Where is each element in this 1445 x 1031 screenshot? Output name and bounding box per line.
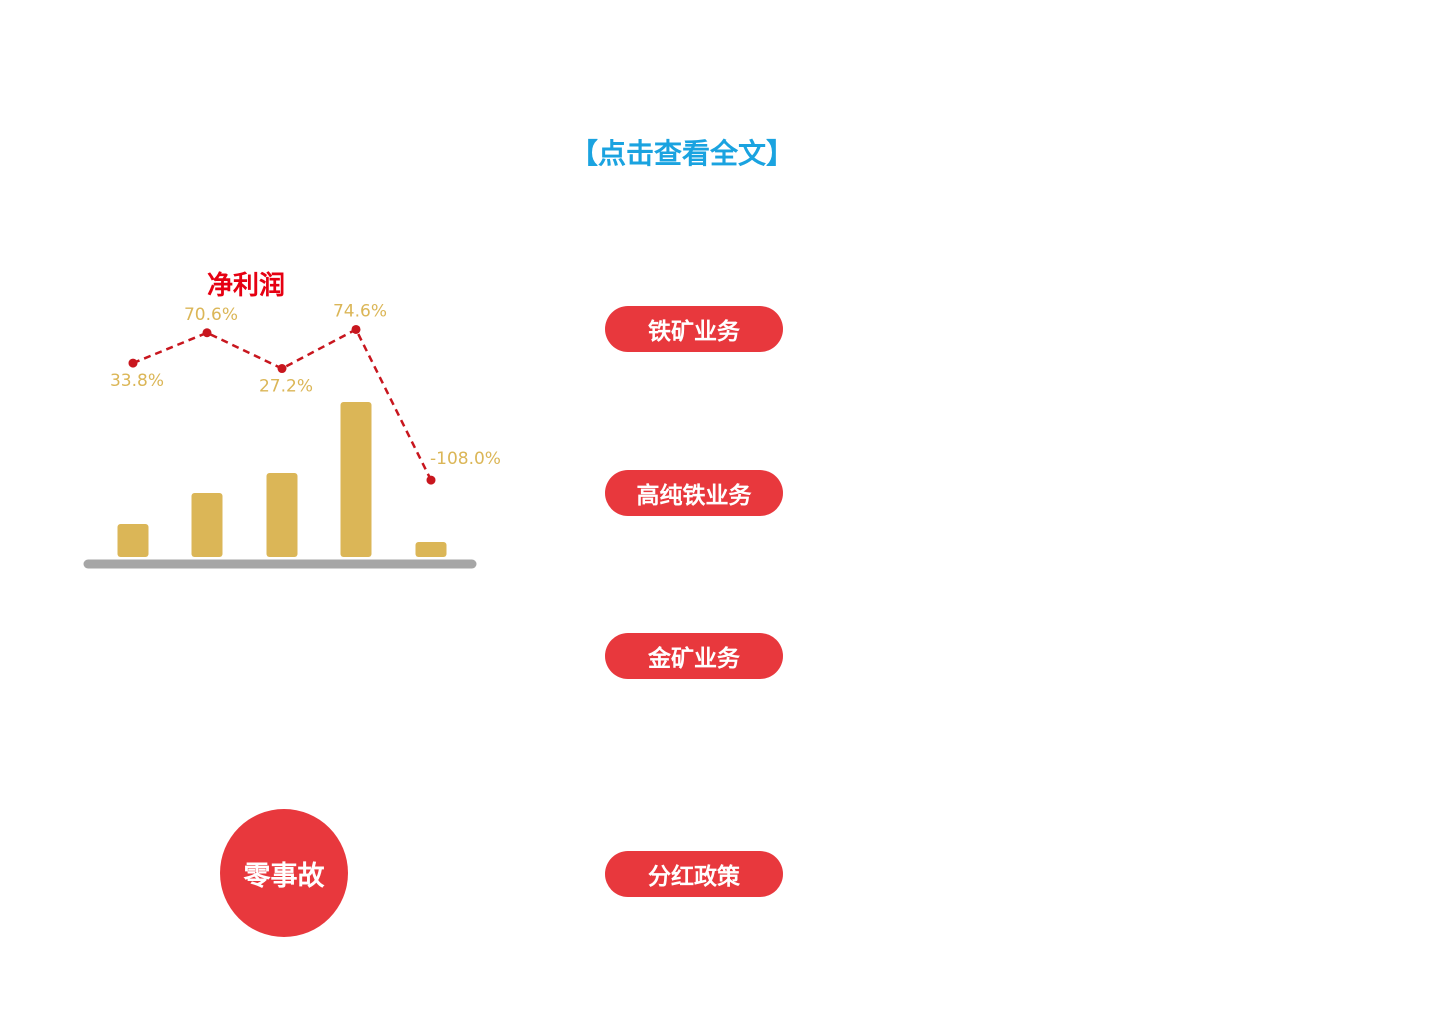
bar-1: [117, 524, 149, 557]
bars-group: [117, 402, 447, 557]
net-profit-chart: 净利润 33.8% 70.6% 27.2% 74.6% -108.0%: [83, 270, 501, 569]
dividend-policy-button[interactable]: 分红政策: [605, 851, 783, 897]
line-point-4: [351, 324, 361, 334]
growth-label-3: 27.2%: [259, 377, 313, 397]
gold-mine-business-button[interactable]: 金矿业务: [605, 633, 783, 679]
line-point-1: [128, 358, 138, 368]
iron-ore-business-button[interactable]: 铁矿业务: [605, 306, 783, 352]
line-point-3: [277, 364, 287, 374]
line-point-2: [202, 328, 212, 338]
read-full-text-link[interactable]: 【点击查看全文】: [570, 137, 795, 170]
bar-2: [191, 493, 223, 557]
high-purity-iron-business-button[interactable]: 高纯铁业务: [605, 470, 783, 516]
growth-line-group: 33.8% 70.6% 27.2% 74.6% -108.0%: [110, 301, 501, 485]
growth-label-2: 70.6%: [184, 305, 238, 325]
chart-title: 净利润: [207, 270, 285, 301]
zero-accident-badge: 零事故: [220, 809, 348, 937]
growth-label-1: 33.8%: [110, 371, 164, 391]
bar-4: [340, 402, 372, 557]
growth-label-4: 74.6%: [333, 301, 387, 321]
line-point-5: [426, 475, 436, 485]
bar-5: [415, 542, 447, 557]
growth-label-5: -108.0%: [430, 449, 501, 469]
growth-line: [132, 327, 433, 481]
bar-3: [266, 473, 298, 557]
